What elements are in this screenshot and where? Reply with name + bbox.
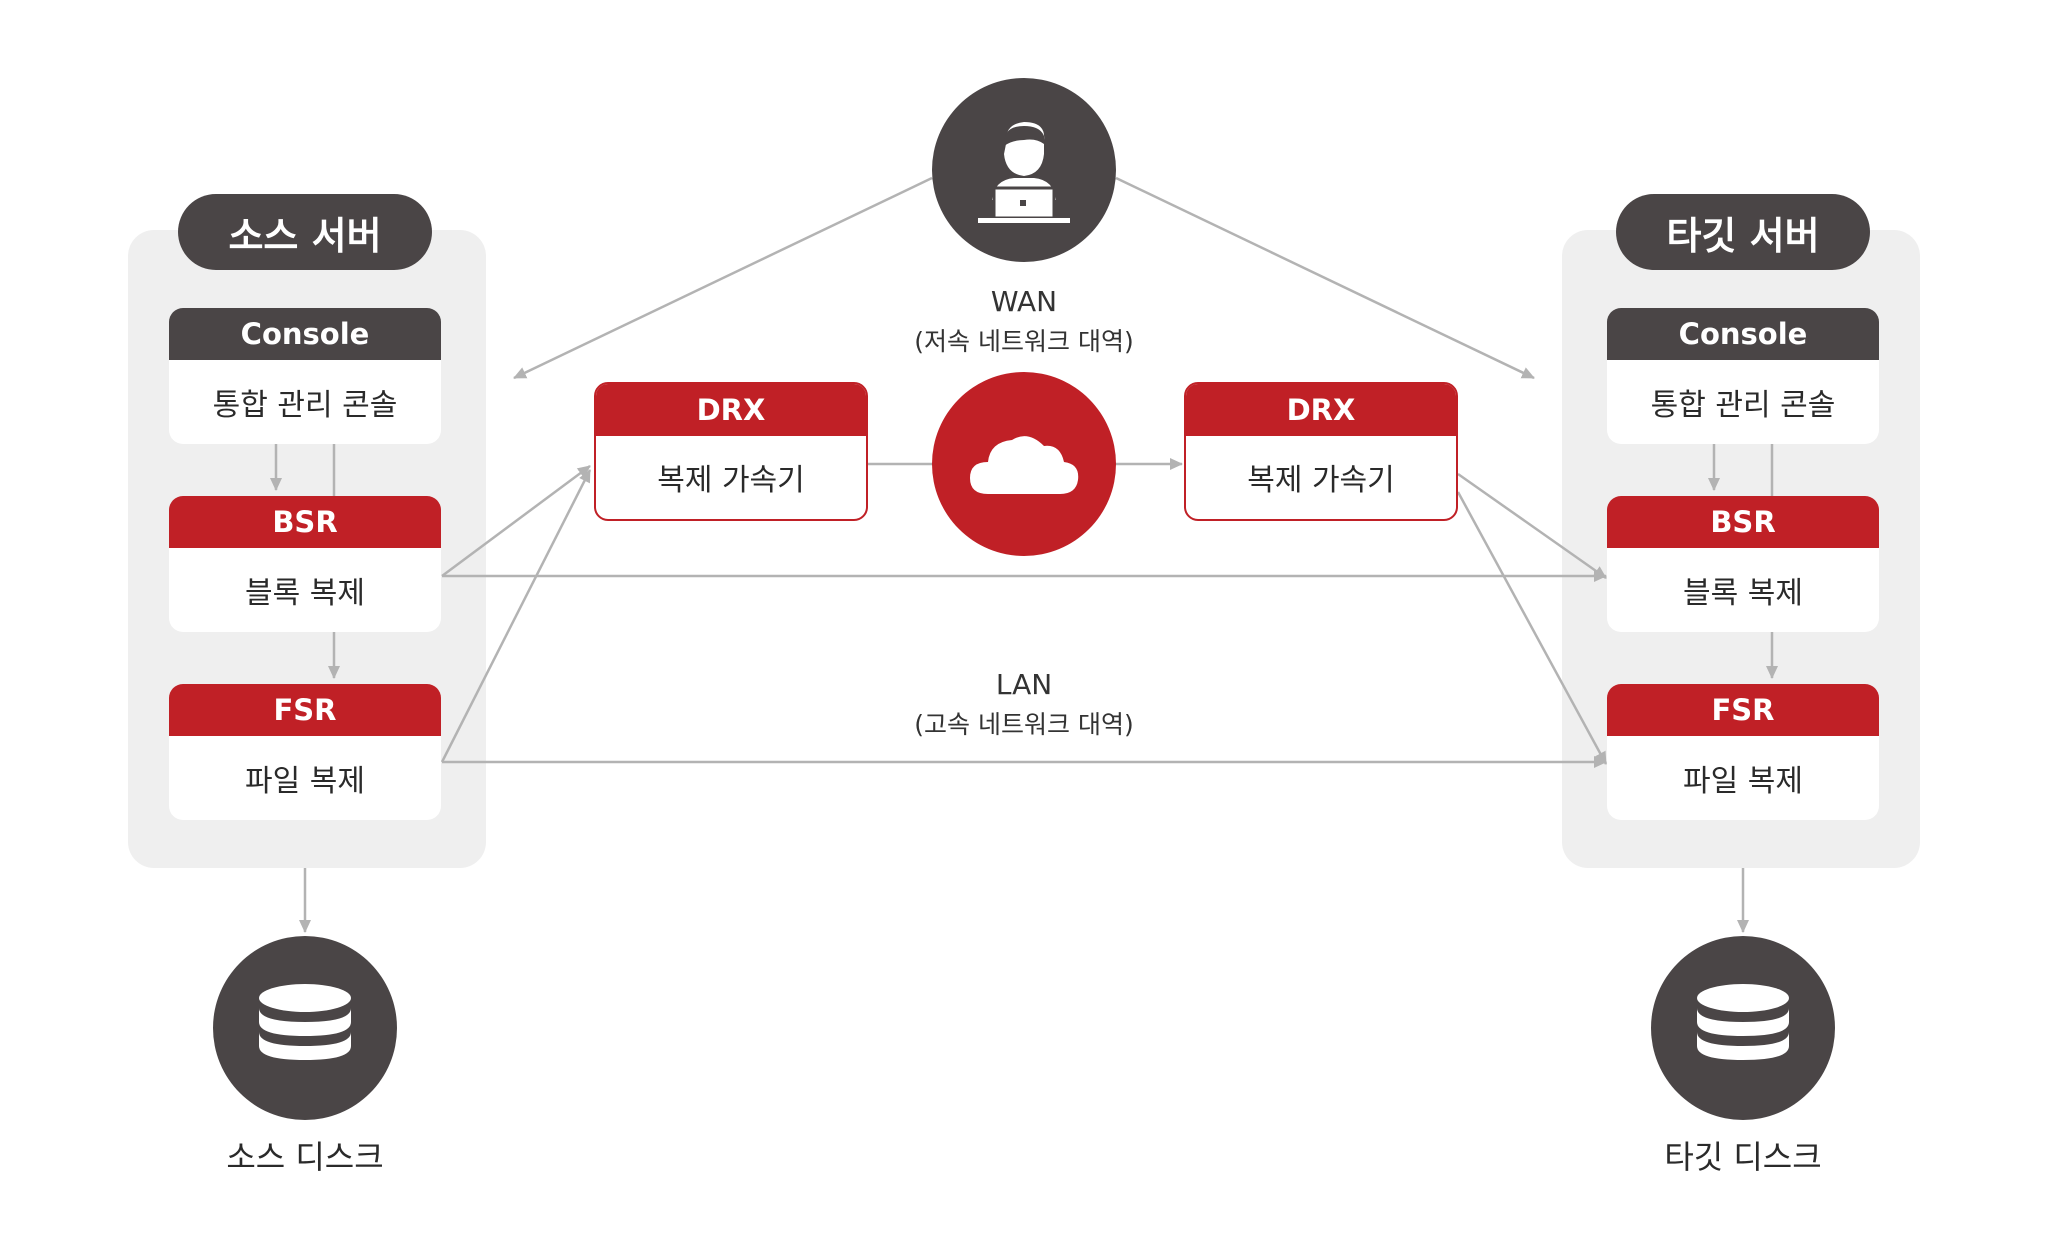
- target-disk-label: 타깃 디스크: [1664, 1138, 1822, 1176]
- wan-title: WAN: [990, 285, 1058, 318]
- source-database-icon: [213, 936, 397, 1120]
- wan-subtitle: (저속 네트워크 대역): [914, 327, 1134, 356]
- drx-left-body: 복제 가속기: [657, 462, 805, 498]
- target-server-title: 타깃 서버: [1616, 194, 1870, 270]
- target-bsr-body: 블록 복제: [1683, 576, 1803, 611]
- wan-arrow-to-source: [513, 176, 933, 380]
- target-database-icon: [1651, 936, 1835, 1120]
- source-console-card[interactable]: Console 통합 관리 콘솔: [169, 308, 441, 444]
- drx-to-target-fsr-arrow: [1456, 491, 1608, 765]
- drx-to-target-bsr-arrow: [1457, 472, 1607, 580]
- target-fsr-header: FSR: [1607, 684, 1879, 736]
- source-bsr-body: 블록 복제: [245, 576, 365, 611]
- target-console-body: 통합 관리 콘솔: [1650, 388, 1836, 423]
- target-console-header: Console: [1607, 308, 1879, 360]
- source-fsr-card[interactable]: FSR 파일 복제: [169, 684, 441, 820]
- lan-label: LAN (고속 네트워크 대역): [884, 668, 1164, 741]
- admin-laptop-icon: [932, 78, 1116, 262]
- wan-label: WAN (저속 네트워크 대역): [884, 285, 1164, 358]
- source-fsr-to-drx-arrow: [440, 469, 592, 763]
- source-disk-label: 소스 디스크: [226, 1138, 384, 1176]
- target-bsr-header: BSR: [1607, 496, 1879, 548]
- cloud-icon: [932, 372, 1116, 556]
- drx-right-body: 복제 가속기: [1247, 462, 1395, 498]
- wan-arrow-to-target: [1115, 176, 1535, 380]
- drx-left-card[interactable]: DRX 복제 가속기: [594, 382, 868, 521]
- lan-title: LAN: [995, 668, 1053, 701]
- drx-left-header: DRX: [596, 384, 866, 436]
- source-bsr-header: BSR: [169, 496, 441, 548]
- target-bsr-card[interactable]: BSR 블록 복제: [1607, 496, 1879, 632]
- source-fsr-header: FSR: [169, 684, 441, 736]
- target-fsr-body: 파일 복제: [1683, 764, 1803, 799]
- target-console-card[interactable]: Console 통합 관리 콘솔: [1607, 308, 1879, 444]
- source-server-title: 소스 서버: [178, 194, 432, 270]
- drx-right-card[interactable]: DRX 복제 가속기: [1184, 382, 1458, 521]
- source-bsr-card[interactable]: BSR 블록 복제: [169, 496, 441, 632]
- drx-right-header: DRX: [1186, 384, 1456, 436]
- lan-subtitle: (고속 네트워크 대역): [914, 710, 1134, 739]
- source-fsr-body: 파일 복제: [245, 764, 365, 799]
- source-console-header: Console: [169, 308, 441, 360]
- source-console-body: 통합 관리 콘솔: [212, 388, 398, 423]
- target-fsr-card[interactable]: FSR 파일 복제: [1607, 684, 1879, 820]
- source-bsr-to-drx-arrow: [441, 464, 591, 578]
